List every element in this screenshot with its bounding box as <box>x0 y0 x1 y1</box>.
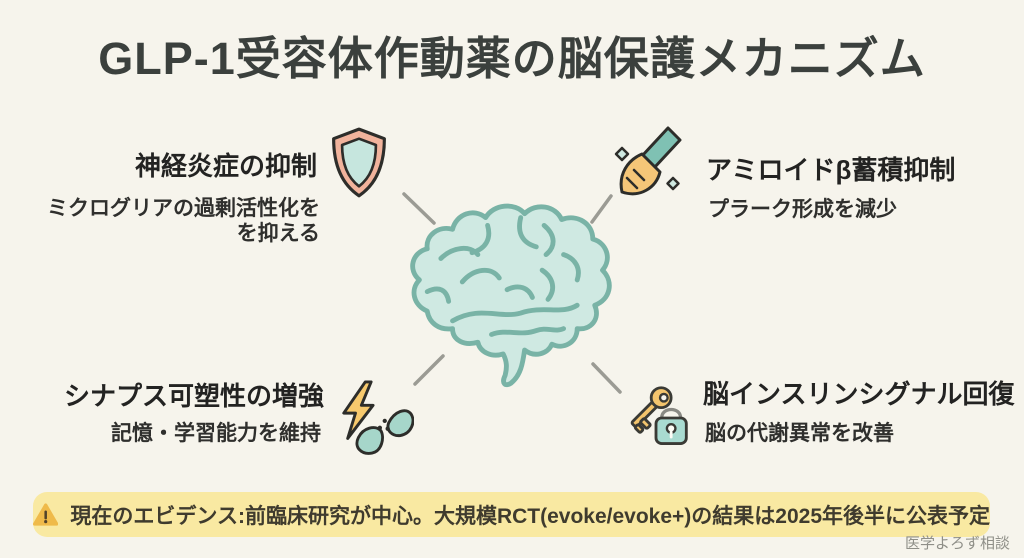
shield-icon <box>332 127 386 198</box>
quadrant-bottom-left-heading: シナプス可塑性の増強 <box>64 381 325 411</box>
quadrant-top-right-subtitle: プラーク形成を減少 <box>708 198 897 221</box>
evidence-banner: 現在のエビデンス:前臨床研究が中心。大規模RCT(evoke/evoke+)の結… <box>33 492 990 537</box>
broom-icon <box>614 126 682 196</box>
quadrant-bottom-left-subtitle: 記憶・学習能力を維持 <box>111 422 321 445</box>
subtitle-line-2: を抑える <box>236 222 320 245</box>
quadrant-top-left-subtitle: ミクログリアの過剰活性化を を抑える <box>40 196 320 246</box>
brain-illustration <box>410 203 612 388</box>
watermark-credit: 医学よろず相談 <box>904 535 1010 552</box>
lightning-synapse-icon <box>342 380 414 455</box>
warning-icon <box>33 503 59 526</box>
quadrant-bottom-right-heading: 脳インスリンシグナル回復 <box>703 379 1015 409</box>
page-title: GLP-1受容体作動薬の脳保護メカニズム <box>98 33 926 84</box>
subtitle-line-1: ミクログリアの過剰活性化を <box>47 197 320 220</box>
quadrant-top-left-heading: 神経炎症の抑制 <box>135 151 318 181</box>
evidence-banner-text: 現在のエビデンス:前臨床研究が中心。大規模RCT(evoke/evoke+)の結… <box>70 504 990 528</box>
quadrant-bottom-right-subtitle: 脳の代謝異常を改善 <box>705 422 894 445</box>
quadrant-top-right-heading: アミロイドβ蓄積抑制 <box>706 155 956 185</box>
key-lock-icon <box>630 386 688 445</box>
